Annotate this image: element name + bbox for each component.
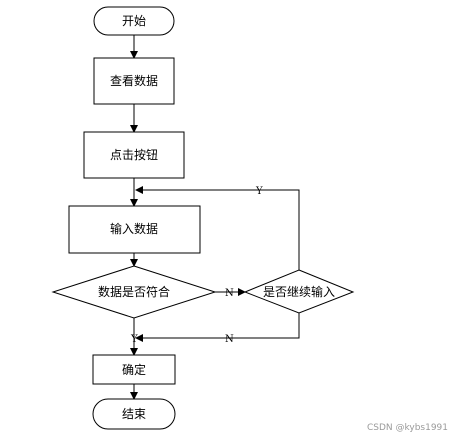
start-node-label: 开始 bbox=[122, 14, 146, 28]
flow-connectors bbox=[130, 35, 300, 400]
edge-label-continue-no: N bbox=[225, 334, 234, 345]
view-data-box: 查看数据 bbox=[93, 57, 175, 105]
continue-input-label: 是否继续输入 bbox=[263, 284, 335, 299]
view-data-label: 查看数据 bbox=[110, 73, 158, 88]
confirm-box: 确定 bbox=[92, 354, 176, 385]
watermark: CSDN @kybs1991 bbox=[367, 423, 448, 433]
edge-label-match-yes: Y bbox=[130, 334, 138, 345]
edge-label-match-no: N bbox=[225, 288, 234, 299]
start-node: 开始 bbox=[93, 6, 175, 36]
input-data-label: 输入数据 bbox=[110, 221, 158, 236]
click-button-box: 点击按钮 bbox=[83, 131, 185, 179]
confirm-label: 确定 bbox=[122, 362, 146, 377]
connector-continue-no-to-confirm bbox=[135, 313, 300, 342]
input-data-box: 输入数据 bbox=[68, 205, 201, 254]
connector-continue-yes-loop bbox=[135, 186, 300, 270]
data-match-label: 数据是否符合 bbox=[98, 284, 170, 299]
continue-input-decision: 是否继续输入 bbox=[243, 269, 355, 314]
data-match-decision: 数据是否符合 bbox=[51, 265, 217, 319]
edge-label-continue-yes: Y bbox=[255, 186, 263, 197]
click-button-label: 点击按钮 bbox=[110, 147, 158, 162]
end-node: 结束 bbox=[92, 398, 176, 430]
end-node-label: 结束 bbox=[122, 407, 146, 421]
